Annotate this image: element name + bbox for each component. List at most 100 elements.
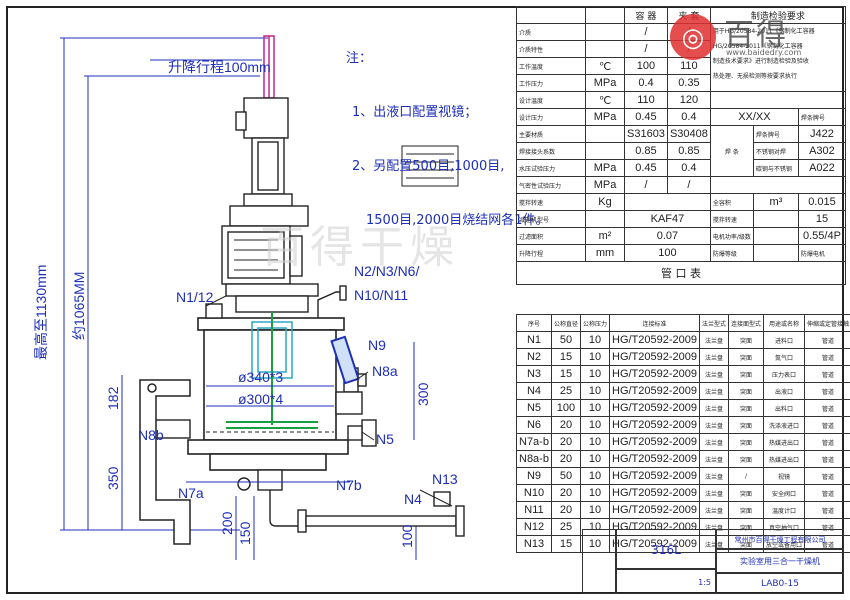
table-cell: N6 [516, 416, 552, 434]
brand-logo: ◎ 百得 www.baidedry.com [662, 8, 842, 64]
table-cell: 法兰盘 [698, 433, 730, 451]
table-cell: 100 [550, 399, 581, 417]
table-cell: 20 [550, 416, 581, 434]
dim-300: 300 [415, 382, 431, 406]
weld-side-label: 焊 条 [709, 125, 754, 177]
table-cell: N3 [516, 365, 552, 383]
table-cell: N5 [516, 399, 552, 417]
table-cell: 20 [550, 501, 581, 519]
nozzle-table-header: 序号 公称直径 公称压力 连接标准 法兰型式 连接面型式 用途或名称 伸缩或定管… [516, 314, 850, 332]
notes-line-1: 1、出液口配置视镜； [352, 105, 478, 120]
callout-n13: N13 [432, 471, 458, 487]
notes-block: 注： 1、出液口配置视镜； 2、另配置500目,1000目, 1500目,200… [346, 14, 549, 248]
table-cell: HG/T20592-2009 [609, 331, 700, 349]
callout-n5: N5 [376, 431, 394, 447]
table-cell: N7a-b [516, 433, 552, 451]
table-cell: 出液口 [763, 382, 806, 400]
table-cell: 25 [550, 382, 581, 400]
dia-340: ø340*3 [238, 369, 283, 385]
table-cell: 突面 [728, 450, 765, 468]
table-cell: 10 [579, 535, 611, 553]
callout-n7b: N7b [336, 477, 362, 493]
title-block: 316L 常州市百得干燥工程有限公司 实验室用三合一干燥机 1:5 LAB0-1… [582, 529, 844, 594]
table-cell: 15 [550, 365, 581, 383]
table-cell: 管道 [804, 416, 850, 434]
table-cell: 管道 [804, 450, 850, 468]
title-scale: 1:5 [616, 569, 716, 594]
total-height-dimension: 最高至1130mm [33, 265, 49, 360]
table-cell: N8a-b [516, 450, 552, 468]
table-cell: 管道 [804, 382, 850, 400]
table-cell: 管道 [804, 433, 850, 451]
title-code: LAB0-15 [716, 573, 844, 594]
table-cell: 50 [550, 467, 581, 485]
logo-url: www.baidedry.com [726, 48, 802, 57]
dim-350: 350 [105, 466, 121, 490]
table-cell: 压力表口 [763, 365, 806, 383]
watermark-text: 百得干燥 [260, 222, 460, 273]
table-cell: HG/T20592-2009 [609, 399, 700, 417]
dim-150: 150 [237, 521, 253, 545]
table-cell: HG/T20592-2009 [609, 365, 700, 383]
table-cell: N1 [516, 331, 552, 349]
table-cell: 热媒进出口 [763, 433, 806, 451]
table-cell: HG/T20592-2009 [609, 535, 700, 553]
callout-n7a: N7a [178, 485, 204, 501]
table-cell: N2 [516, 348, 552, 366]
table-cell: N11 [516, 501, 552, 519]
notes-line-3: 1500目,2000目烧结网各1件。 [366, 213, 549, 228]
spec-label: 介质 [516, 23, 586, 41]
table-cell: 15 [550, 348, 581, 366]
table-cell: 25 [550, 518, 581, 536]
callout-n1-12: N1/12 [176, 289, 214, 305]
callout-n2-group: N2/N3/N6/ [354, 263, 419, 279]
table-cell: 视镜 [763, 467, 806, 485]
title-company: 常州市百得干燥工程有限公司 [716, 529, 844, 549]
table-cell: 管道 [804, 399, 850, 417]
nozzle-table-title: 管 口 表 [516, 261, 846, 285]
nozzle-table: 序号 公称直径 公称压力 连接标准 法兰型式 连接面型式 用途或名称 伸缩或定管… [516, 314, 850, 553]
table-cell: 法兰盘 [698, 501, 730, 519]
table-cell: 10 [579, 433, 611, 451]
table-cell: 法兰盘 [698, 331, 730, 349]
table-cell: 突面 [728, 365, 765, 383]
table-cell: 突面 [728, 331, 765, 349]
callout-n10-group: N10/N11 [354, 287, 408, 303]
table-cell: 10 [579, 365, 611, 383]
callout-n8a: N8a [372, 363, 398, 379]
table-cell: 突面 [728, 501, 765, 519]
table-cell: 20 [550, 484, 581, 502]
table-cell: N12 [516, 518, 552, 536]
low-height-dimension: 约1065MM [71, 272, 87, 340]
table-cell: 20 [550, 433, 581, 451]
table-cell: 10 [579, 518, 611, 536]
table-cell: 管道 [804, 365, 850, 383]
callout-n4: N4 [404, 491, 422, 507]
table-cell: 50 [550, 331, 581, 349]
logo-icon: ◎ [670, 14, 716, 60]
table-cell: 15 [550, 535, 581, 553]
table-cell: 法兰盘 [698, 467, 730, 485]
dim-182: 182 [105, 386, 121, 410]
table-cell: HG/T20592-2009 [609, 348, 700, 366]
table-cell: N10 [516, 484, 552, 502]
notes-title: 注： [346, 51, 373, 66]
dim-200: 200 [219, 511, 235, 535]
table-cell: 管道 [804, 348, 850, 366]
title-material: 316L [616, 529, 716, 569]
table-cell: HG/T20592-2009 [609, 467, 700, 485]
table-cell: 出料口 [763, 399, 806, 417]
spec-header-blank [516, 6, 586, 24]
callout-n9: N9 [368, 337, 386, 353]
spec-mid-label: XX/XX [709, 108, 799, 126]
table-cell: 法兰盘 [698, 399, 730, 417]
table-cell: 10 [579, 382, 611, 400]
